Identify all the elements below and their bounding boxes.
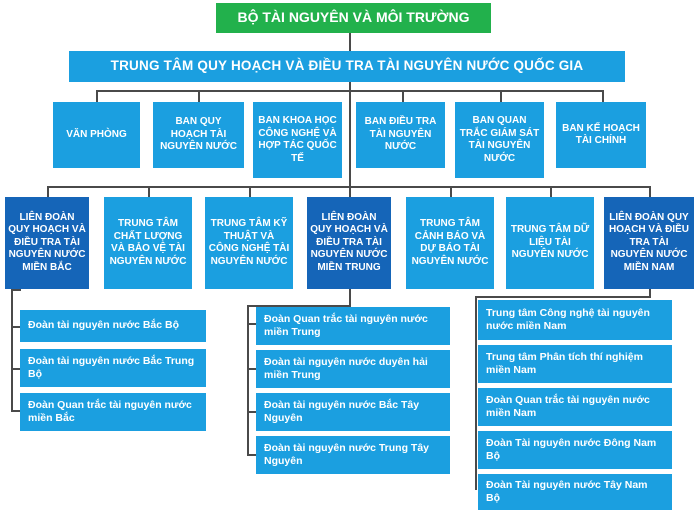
central-subunit-monitoring: Đoàn Quan trắc tài nguyên nước miền Trun…: [256, 307, 450, 345]
connector-departments-bus: [96, 90, 604, 92]
connector-south-horizontal: [475, 296, 651, 298]
south-subunit-technology: Trung tâm Công nghệ tài nguyên nước miền…: [478, 300, 672, 340]
connector-north-sub-2: [11, 368, 20, 370]
connector-north-vertical: [11, 289, 13, 411]
north-subunit-bac-trung-bo: Đoàn tài nguyên nước Bắc Trung Bộ: [20, 349, 206, 387]
department-office: VĂN PHÒNG: [53, 102, 140, 168]
department-water-survey: BAN ĐIỀU TRA TÀI NGUYÊN NƯỚC: [356, 102, 445, 168]
connector-dept-5: [500, 90, 502, 103]
ministry-box: BỘ TÀI NGUYÊN VÀ MÔI TRƯỜNG: [216, 3, 491, 33]
unit-warning-forecast-center: TRUNG TÂM CẢNH BÁO VÀ DỰ BÁO TÀI NGUYÊN …: [406, 197, 494, 289]
south-subunit-tay-nam-bo: Đoàn Tài nguyên nước Tây Nam Bộ: [478, 474, 672, 510]
connector-center-trunk: [349, 82, 351, 306]
central-subunit-bac-tay-nguyen: Đoàn tài nguyên nước Bắc Tây Nguyên: [256, 393, 450, 431]
connector-dept-6: [602, 90, 604, 103]
connector-north-sub-3: [11, 410, 20, 412]
department-water-planning: BAN QUY HOẠCH TÀI NGUYÊN NƯỚC: [153, 102, 244, 168]
connector-central-sub-1: [247, 323, 257, 325]
connector-unit-7: [649, 186, 651, 198]
connector-north-horizontal: [11, 289, 21, 291]
unit-central-federation: LIÊN ĐOÀN QUY HOẠCH VÀ ĐIỀU TRA TÀI NGUY…: [307, 197, 391, 289]
south-subunit-monitoring: Đoàn Quan trắc tài nguyên nước miền Nam: [478, 388, 672, 426]
connector-north-sub-1: [11, 326, 20, 328]
north-subunit-monitoring: Đoàn Quan trắc tài nguyên nước miền Bắc: [20, 393, 206, 431]
connector-unit-2: [148, 186, 150, 198]
connector-unit-5: [450, 186, 452, 198]
connector-dept-4: [402, 90, 404, 103]
connector-dept-1: [96, 90, 98, 103]
connector-unit-3: [249, 186, 251, 198]
connector-central-horizontal: [247, 305, 351, 307]
unit-technology-center: TRUNG TÂM KỸ THUẬT VÀ CÔNG NGHỆ TÀI NGUY…: [205, 197, 293, 289]
connector-unit-1: [47, 186, 49, 198]
department-science-technology: BAN KHOA HỌC CÔNG NGHỆ VÀ HỢP TÁC QUỐC T…: [253, 102, 342, 178]
unit-north-federation: LIÊN ĐOÀN QUY HOẠCH VÀ ĐIỀU TRA TÀI NGUY…: [5, 197, 89, 289]
connector-units-bus: [47, 186, 651, 188]
connector-south-vertical: [475, 296, 477, 490]
connector-central-sub-3: [247, 411, 257, 413]
connector-ministry-center: [349, 33, 351, 51]
south-subunit-dong-nam-bo: Đoàn Tài nguyên nước Đông Nam Bộ: [478, 431, 672, 469]
unit-data-center: TRUNG TÂM DỮ LIỆU TÀI NGUYÊN NƯỚC: [506, 197, 594, 289]
connector-dept-2: [198, 90, 200, 103]
connector-south-drop: [649, 289, 651, 298]
connector-central-vertical: [247, 305, 249, 455]
connector-central-sub-4: [247, 454, 257, 456]
center-box: TRUNG TÂM QUY HOẠCH VÀ ĐIỀU TRA TÀI NGUY…: [69, 51, 625, 82]
unit-south-federation: LIÊN ĐOÀN QUY HOẠCH VÀ ĐIỀU TRA TÀI NGUY…: [604, 197, 694, 289]
connector-central-sub-2: [247, 368, 257, 370]
department-monitoring: BAN QUAN TRẮC GIÁM SÁT TÀI NGUYÊN NƯỚC: [455, 102, 544, 178]
unit-water-quality-center: TRUNG TÂM CHẤT LƯỢNG VÀ BẢO VỆ TÀI NGUYÊ…: [104, 197, 192, 289]
north-subunit-bac-bo: Đoàn tài nguyên nước Bắc Bộ: [20, 310, 206, 342]
central-subunit-trung-tay-nguyen: Đoàn tài nguyên nước Trung Tây Nguyên: [256, 436, 450, 474]
connector-unit-6: [550, 186, 552, 198]
department-planning-finance: BAN KẾ HOẠCH TÀI CHÍNH: [556, 102, 646, 168]
south-subunit-analysis-lab: Trung tâm Phân tích thí nghiệm miền Nam: [478, 345, 672, 383]
central-subunit-duyen-hai: Đoàn tài nguyên nước duyên hải miền Trun…: [256, 350, 450, 388]
